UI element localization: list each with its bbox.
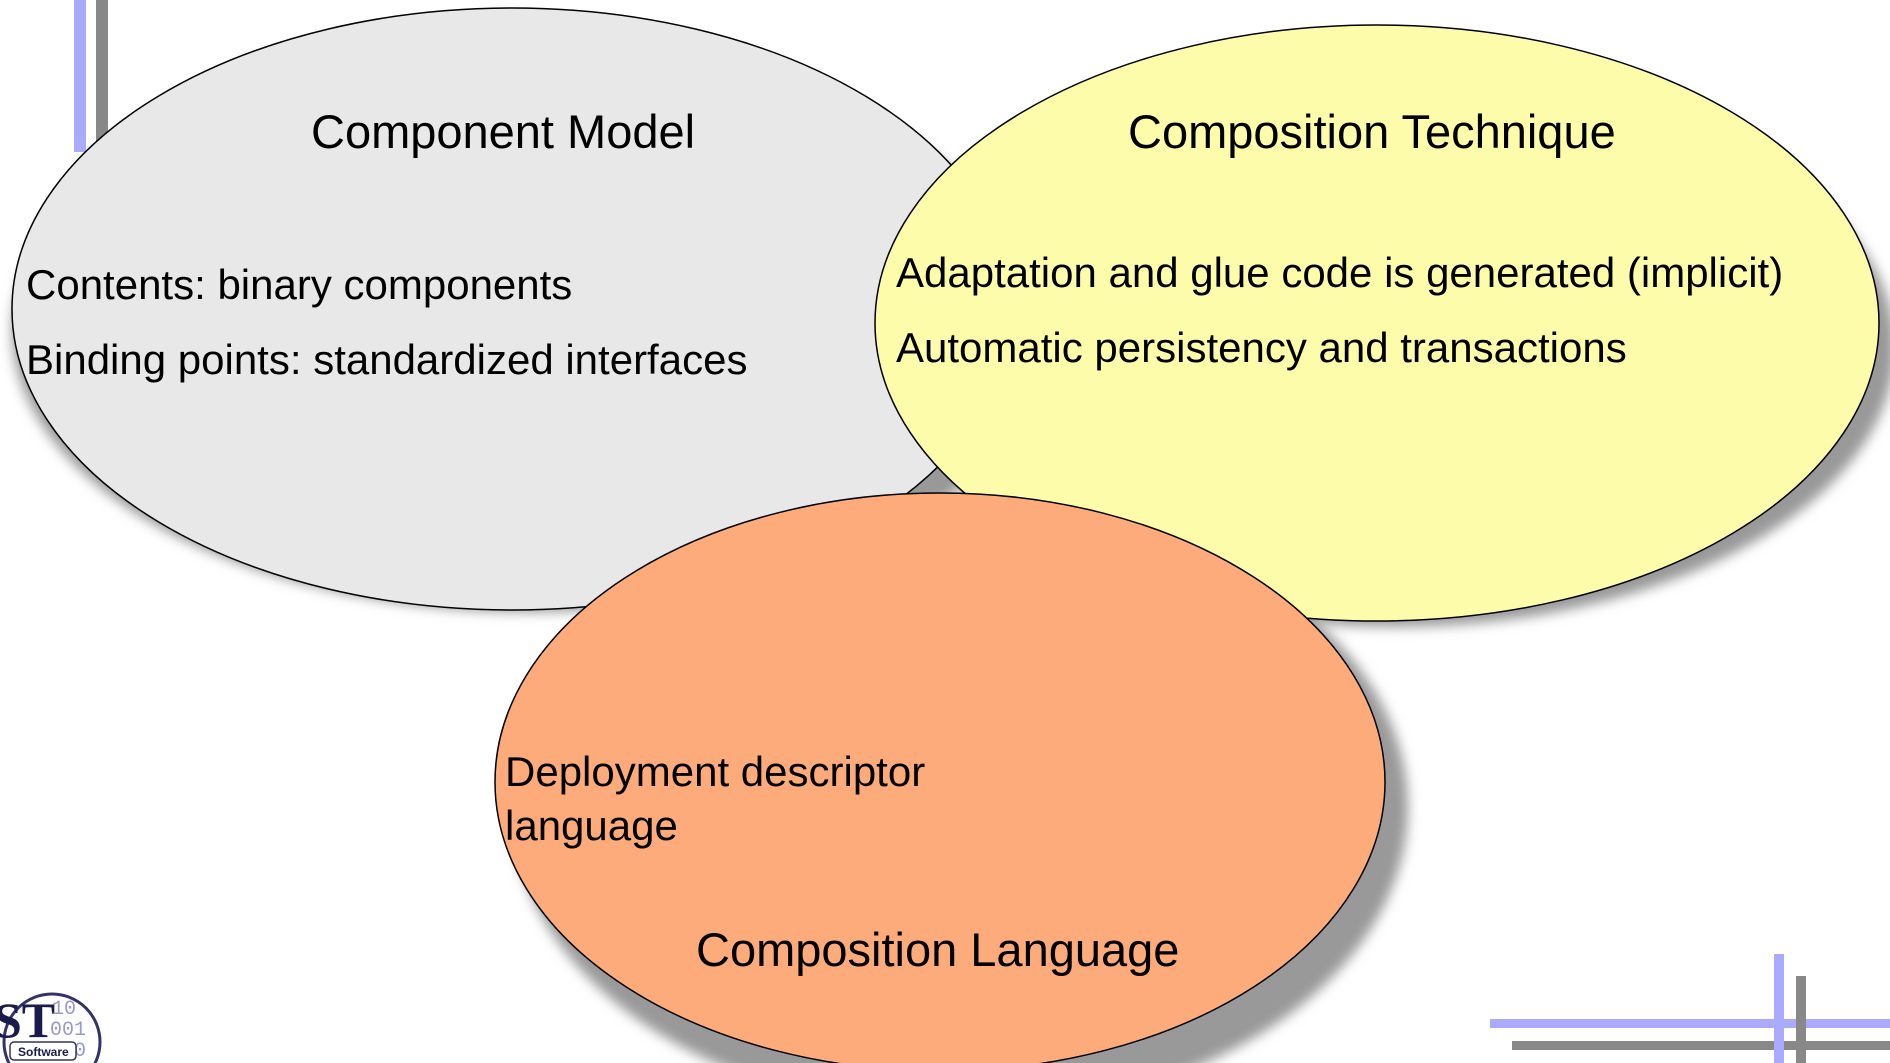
composition-language-title: Composition Language (696, 923, 1180, 976)
component-model-line-1: Contents: binary components (26, 261, 573, 308)
logo-letters: ST (0, 992, 55, 1048)
st-logo: ST 10 001 010 Software (0, 992, 104, 1063)
corner-bar-gray-top-left (96, 0, 108, 176)
logo-caption: Software (18, 1045, 69, 1059)
corner-bar-accent-horizontal (1490, 1019, 1890, 1028)
composition-technique-line-1: Adaptation and glue code is generated (i… (896, 249, 1784, 296)
composition-technique-oval (874, 24, 1880, 622)
logo-digits-2: 001 (50, 1019, 86, 1042)
composition-language-line-2: language (505, 802, 678, 849)
composition-language-oval (494, 492, 1386, 1063)
corner-bar-accent-vertical (1774, 954, 1784, 1063)
corner-bar-gray-vertical (1796, 976, 1806, 1063)
logo-digits-1: 10 (52, 998, 76, 1021)
composition-technique-title: Composition Technique (1128, 105, 1616, 158)
corner-bar-gray-horizontal (1512, 1041, 1890, 1050)
composition-technique-line-2: Automatic persistency and transactions (896, 324, 1627, 371)
corner-bar-accent-top-left (74, 0, 86, 152)
component-model-line-2: Binding points: standardized interfaces (26, 336, 748, 383)
component-model-title: Component Model (311, 105, 696, 158)
composition-language-line-1: Deployment descriptor (505, 748, 926, 795)
